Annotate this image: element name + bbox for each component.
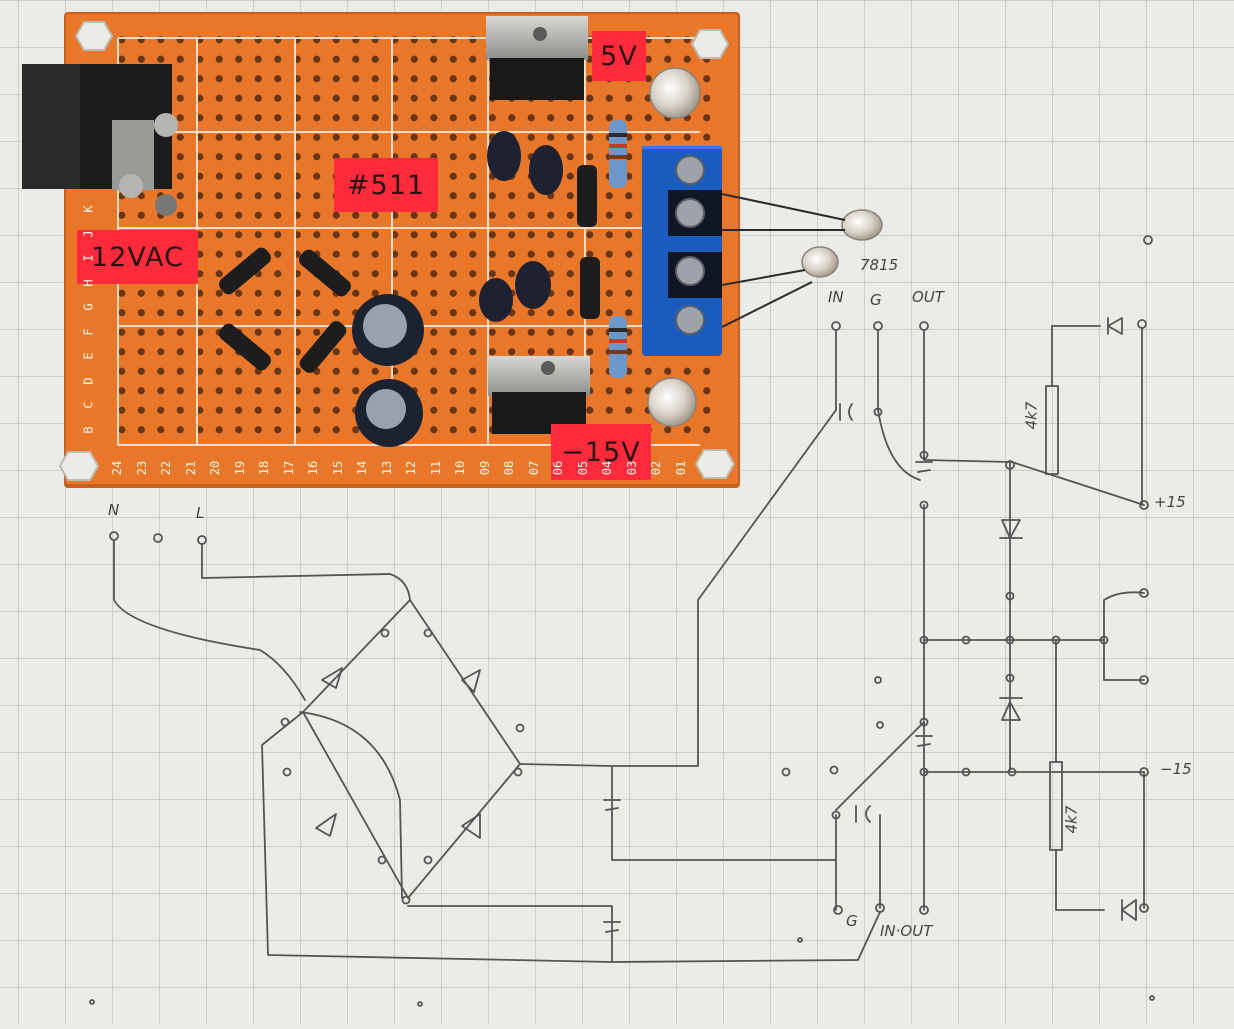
pcb-column-number: 11: [428, 460, 443, 476]
pcb-row-letter: G: [81, 303, 96, 311]
screw-terminals: [642, 146, 722, 356]
project-id-tag: #511: [334, 158, 438, 212]
bridge-diodes: [219, 247, 351, 373]
pcb-row-letter: C: [81, 401, 96, 409]
pcb-column-number: 03: [624, 460, 639, 476]
pcb-column-number: 10: [453, 460, 468, 476]
indicator-leds: [647, 67, 883, 427]
pcb-row-letter: J: [81, 229, 96, 238]
input-l-label: L: [196, 504, 205, 522]
pencil-schematic: [89, 235, 1155, 1007]
resistor-top-label: 4k7: [1022, 401, 1041, 430]
pcb-row-letter: D: [81, 376, 96, 385]
pcb-row-letter: I: [81, 254, 96, 262]
pcb-column-number: 19: [232, 460, 247, 476]
ac-input-tag: 12VAC: [77, 230, 198, 284]
top-reg-out-label: OUT: [912, 288, 944, 306]
pcb-column-number: 14: [355, 460, 370, 476]
pcb-column-number: 07: [526, 460, 541, 476]
pcb-column-number: 16: [306, 460, 321, 476]
pcb-column-number: 21: [183, 460, 198, 476]
output-diodes: [577, 165, 600, 319]
pcb-column-number: 15: [330, 460, 345, 476]
top-reg-in-label: IN: [828, 288, 844, 306]
pcb-column-number: 12: [404, 460, 419, 476]
part-number-label: 7815: [860, 256, 899, 274]
pcb-column-number: 08: [502, 460, 517, 476]
pcb-column-number: 05: [575, 460, 590, 476]
small-capacitors: [479, 131, 563, 322]
led-resistors: [609, 120, 627, 378]
output-negative-label: −15: [1160, 760, 1192, 778]
pcb-column-number: 04: [600, 460, 615, 476]
resistor-bottom-label: 4k7: [1062, 805, 1081, 834]
pcb-column-number: 23: [134, 460, 149, 476]
pcb-row-letter: F: [81, 327, 96, 336]
filter-capacitors: [352, 294, 424, 447]
pcb-row-letter: E: [81, 352, 96, 360]
output-positive-label: +15: [1154, 493, 1186, 511]
pcb-column-number: 01: [673, 460, 688, 476]
regulator-minus15v-tag: −15V: [551, 424, 651, 480]
pcb-column-number: 20: [208, 460, 223, 476]
input-n-label: N: [108, 501, 120, 519]
voltage-regulators: [486, 16, 590, 434]
pcb-row-letter: B: [81, 425, 96, 434]
dc-power-jack: [22, 64, 178, 216]
pcb-column-number: 06: [551, 460, 566, 476]
pcb-row-letter: K: [81, 205, 96, 213]
led-wires: [721, 193, 846, 328]
pcb-column-number: 22: [159, 460, 174, 476]
pcb-column-number: 09: [477, 460, 492, 476]
pcb-column-number: 24: [110, 460, 125, 476]
bottom-reg-g-label: G: [846, 912, 858, 930]
pcb-column-number: 13: [379, 460, 394, 476]
pcb-column-number: 02: [649, 460, 664, 476]
pcb-column-number: 17: [281, 460, 296, 476]
pcb-column-number: 18: [257, 460, 272, 476]
regulator-5v-tag: 5V: [592, 31, 646, 81]
bottom-reg-in-out-label: IN·OUT: [880, 922, 933, 940]
pcb-row-letter: H: [81, 278, 96, 287]
top-reg-g-label: G: [870, 291, 882, 309]
